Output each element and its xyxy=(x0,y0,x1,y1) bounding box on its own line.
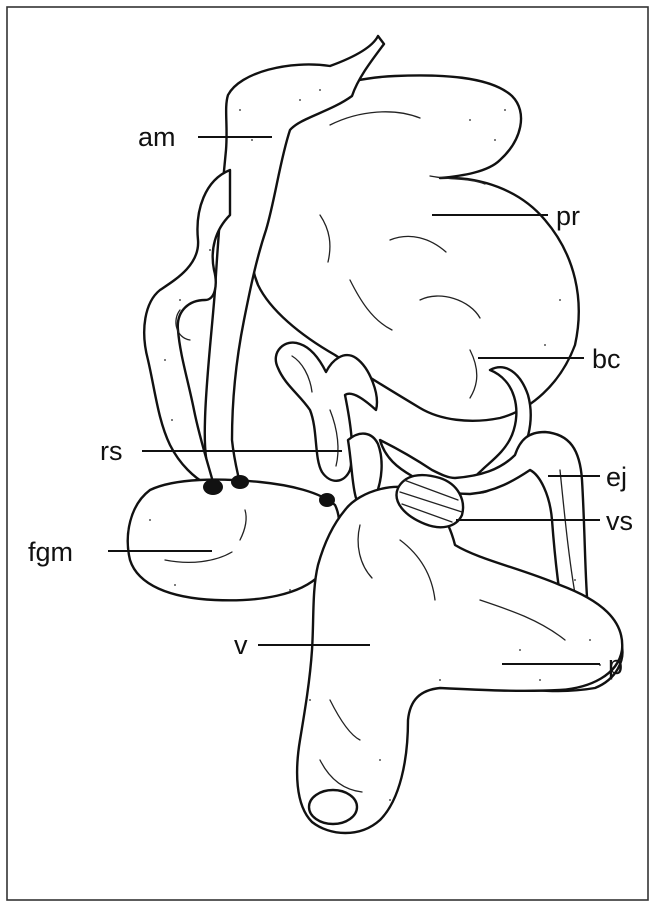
label-am: am xyxy=(138,122,176,152)
label-rs: rs xyxy=(100,436,123,466)
label-bc: bc xyxy=(592,344,621,374)
label-vs: vs xyxy=(606,506,633,536)
genital-pore xyxy=(309,790,357,824)
label-v: v xyxy=(234,630,248,660)
fgm-gland xyxy=(128,475,339,600)
label-fgm: fgm xyxy=(28,537,73,567)
label-ej: ej xyxy=(606,462,627,492)
duct-opening-left xyxy=(203,479,223,495)
label-p: p xyxy=(608,650,623,680)
label-pr: pr xyxy=(556,201,580,231)
duct-opening-mid xyxy=(231,475,249,489)
duct-opening-right xyxy=(319,493,335,507)
